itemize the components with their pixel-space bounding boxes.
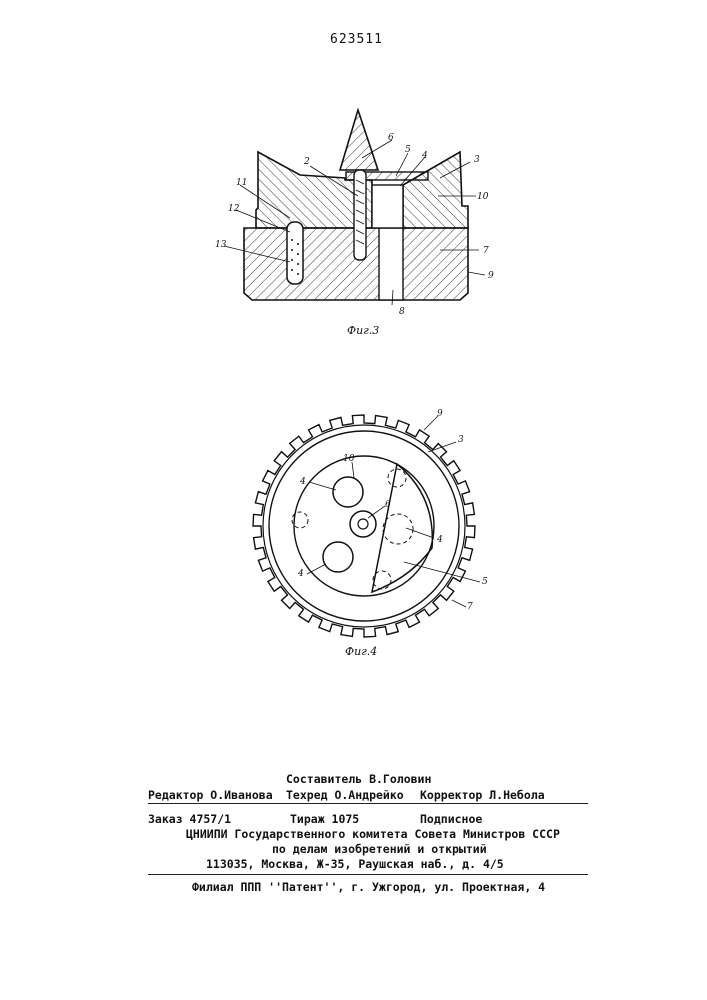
branch-line: Филиал ППП ''Патент'', г. Ужгород, ул. П… bbox=[192, 880, 545, 894]
insert-hole-upper bbox=[333, 477, 363, 507]
center-screw bbox=[358, 519, 368, 529]
gear-ring bbox=[253, 415, 475, 637]
fig4-label-4-upper: 4 bbox=[299, 477, 306, 487]
separator-top bbox=[148, 803, 588, 804]
cutter-body bbox=[269, 431, 459, 621]
order-number: Заказ 4757/1 bbox=[148, 812, 231, 826]
fig4-label-7: 7 bbox=[467, 602, 473, 612]
triangular-insert bbox=[372, 464, 432, 592]
fig4-label-6: 6 bbox=[385, 500, 391, 510]
gear-teeth bbox=[253, 415, 475, 637]
separator-bottom bbox=[148, 874, 588, 875]
proofreader-line: Корректор Л.Небола bbox=[420, 788, 545, 802]
fig4-caption: Фиг.4 bbox=[345, 645, 377, 658]
insert-hole-lower bbox=[323, 542, 353, 572]
compiler-line: Составитель В.Головин bbox=[286, 772, 431, 786]
hidden-hole-top bbox=[388, 469, 406, 487]
institution-line-1: ЦНИИПИ Государственного комитета Совета … bbox=[186, 827, 560, 841]
fig4-label-4-right: 4 bbox=[436, 535, 443, 545]
fig4-label-3: 3 bbox=[458, 435, 464, 445]
subscription: Подписное bbox=[420, 812, 482, 826]
tech-editor-line: Техред О.Андрейко bbox=[286, 788, 404, 802]
fig4-label-5: 5 bbox=[482, 577, 488, 587]
fig4-label-4-lower: 4 bbox=[297, 569, 304, 579]
fig4-label-10: 10 bbox=[343, 454, 355, 464]
hidden-hole-bottom bbox=[373, 571, 391, 589]
inner-disk bbox=[294, 456, 434, 596]
outer-ring bbox=[263, 425, 465, 627]
address-line: 113035, Москва, Ж-35, Раушская наб., д. … bbox=[206, 857, 504, 871]
fig4-label-9: 9 bbox=[437, 409, 443, 419]
circulation: Тираж 1075 bbox=[290, 812, 359, 826]
editor-line: Редактор О.Иванова bbox=[148, 788, 273, 802]
institution-line-2: по делам изобретений и открытий bbox=[272, 842, 487, 856]
